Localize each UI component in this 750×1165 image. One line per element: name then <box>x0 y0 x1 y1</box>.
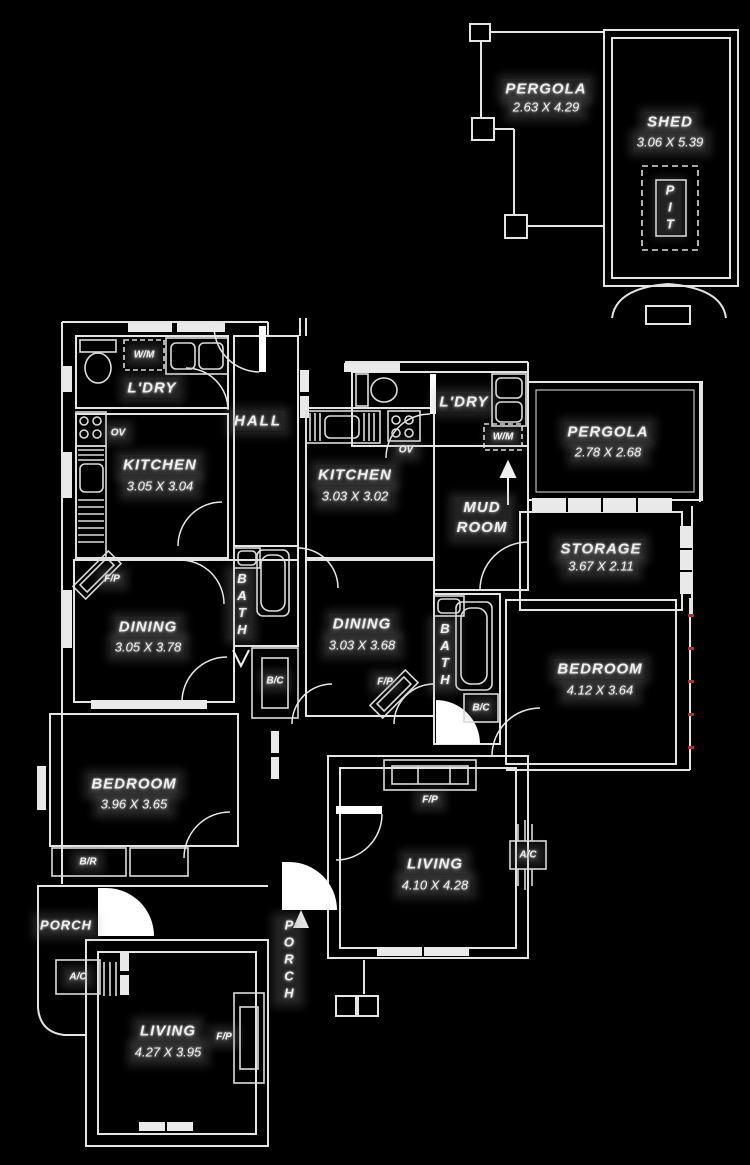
room-dims-bedroom-b: 4.12 X 3.64 <box>563 682 637 700</box>
room-label-kitchen-b: KITCHEN <box>315 465 395 485</box>
room-dims-living-a: 4.27 X 3.95 <box>131 1044 205 1062</box>
room-label-laundry-b: L'DRY <box>436 392 492 412</box>
room-dims-kitchen-a: 3.05 X 3.04 <box>123 478 197 496</box>
linen-closet-icon-b <box>463 693 499 723</box>
fireplace-icon-dining-b <box>368 668 420 720</box>
bath-sink-icon-b <box>433 595 465 617</box>
label-oven-a: OV <box>107 426 129 440</box>
room-dims-dining-b: 3.03 X 3.68 <box>325 637 399 655</box>
washing-machine-icon-a <box>123 339 165 371</box>
room-dims-storage: 3.67 X 2.11 <box>565 558 637 576</box>
label-pit: PIT <box>657 182 681 234</box>
room-label-porch-a: PORCH <box>37 917 95 935</box>
room-label-porch-mid: PORCH <box>276 917 300 1003</box>
laundry-tub-icon-b <box>491 373 527 427</box>
stove-icon-b <box>387 410 421 442</box>
label-fireplace-living-a: F/P <box>213 1030 235 1044</box>
room-dims-bedroom-a: 3.96 X 3.65 <box>97 796 171 814</box>
room-label-bath-a: BATH <box>229 571 253 639</box>
room-label-pergola-top: PERGOLA <box>502 79 590 99</box>
room-label-hall: HALL <box>231 411 285 431</box>
window-dividers <box>165 498 692 1131</box>
room-dims-kitchen-b: 3.03 X 3.02 <box>318 488 392 506</box>
room-label-bedroom-a: BEDROOM <box>88 774 180 794</box>
label-linen-a: B/C <box>263 674 287 688</box>
ac-unit-icon-b <box>509 820 547 890</box>
fireplace-icon-living-b <box>383 759 477 791</box>
room-label-living-a: LIVING <box>136 1021 200 1041</box>
fireplace-icon-living-a <box>233 992 265 1084</box>
room-dims-pergola-top: 2.63 X 4.29 <box>509 99 583 117</box>
room-label-bath-b: BATH <box>432 621 456 689</box>
annotation-layer <box>232 459 694 928</box>
bathtub-icon-a <box>256 549 290 617</box>
room-dims-pergola-b: 2.78 X 2.68 <box>571 444 645 462</box>
kitchen-bench-icon-b <box>305 410 381 444</box>
ac-unit-icon-a <box>55 959 117 996</box>
label-fireplace-dining-a: F/P <box>101 572 123 586</box>
north-arrow-icon-porch <box>293 910 309 928</box>
robe-icon-a <box>51 847 189 877</box>
washing-machine-icon-b <box>483 423 523 451</box>
stove-icon-a <box>75 411 107 447</box>
laundry-tub-icon-a <box>165 337 229 375</box>
toilet-icon-a <box>79 339 117 384</box>
label-robe-a: B/R <box>76 855 100 869</box>
room-label-bedroom-b: BEDROOM <box>554 659 646 679</box>
bath-sink-icon-a <box>233 547 261 569</box>
room-label-laundry-a: L'DRY <box>124 378 180 398</box>
bathtub-icon-b <box>455 601 493 691</box>
north-arrow-icon-mudroom <box>499 459 517 505</box>
walls-layer <box>37 23 739 1147</box>
room-label-pergola-b: PERGOLA <box>564 422 652 442</box>
label-washer-b: W/M <box>489 430 517 444</box>
room-label-kitchen-a: KITCHEN <box>120 455 200 475</box>
fixtures-layer <box>51 165 699 1084</box>
room-dims-shed: 3.06 X 5.39 <box>633 134 707 152</box>
toilet-icon-b <box>355 373 398 407</box>
kitchen-bench-icon-a <box>75 445 107 559</box>
linen-closet-icon-a <box>251 647 299 719</box>
label-washer-a: W/M <box>130 348 158 362</box>
down-arrow-icon-bath-a <box>232 649 250 669</box>
label-linen-b: B/C <box>469 701 493 715</box>
room-dims-living-b: 4.10 X 4.28 <box>398 877 472 895</box>
room-label-shed: SHED <box>644 112 696 132</box>
room-label-living-b: LIVING <box>403 854 467 874</box>
label-ac-b: A/C <box>516 848 540 862</box>
doors-layer <box>98 326 541 936</box>
room-dims-dining-a: 3.05 X 3.78 <box>111 639 185 657</box>
pit-icon <box>641 165 699 251</box>
room-label-mudroom: MUD ROOM <box>453 497 511 539</box>
room-label-dining-b: DINING <box>329 614 395 634</box>
label-fireplace-living-b: F/P <box>419 793 441 807</box>
room-label-storage: STORAGE <box>557 539 645 559</box>
label-oven-b: OV <box>395 443 417 457</box>
fireplace-icon-dining-a <box>71 549 123 601</box>
room-label-dining-a: DINING <box>115 617 181 637</box>
label-fireplace-dining-b: F/P <box>374 675 396 689</box>
measure-ticks <box>688 614 694 749</box>
label-ac-a: A/C <box>66 970 90 984</box>
